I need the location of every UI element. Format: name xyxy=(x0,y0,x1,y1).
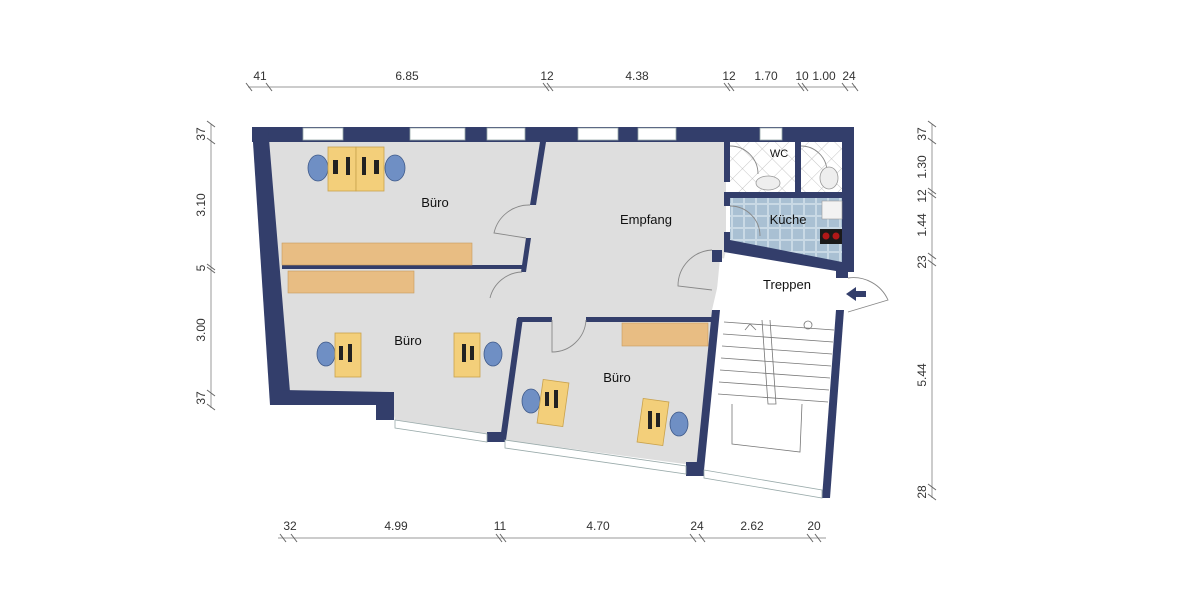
dim-right-0: 37 xyxy=(915,127,929,141)
desk-group-buero-1 xyxy=(307,146,406,192)
dim-right-4: 23 xyxy=(915,255,929,269)
dim-right-5: 5.44 xyxy=(915,363,929,387)
walls xyxy=(252,127,854,498)
room-label-buero-2: Büro xyxy=(394,333,421,348)
dimension-chain-right: 37 1.30 12 1.44 23 5.44 28 xyxy=(915,120,937,501)
dim-top-3: 4.38 xyxy=(625,69,649,83)
room-label-empfang: Empfang xyxy=(620,212,672,227)
dim-left-2: 5 xyxy=(194,264,208,271)
room-labels: Büro Büro Büro Empfang WC Küche Treppen xyxy=(394,148,811,385)
dim-left-3: 3.00 xyxy=(194,318,208,342)
dimension-chain-left: 37 3.10 5 3.00 37 xyxy=(194,120,216,411)
dim-top-0: 41 xyxy=(253,69,267,83)
desk-group-buero-2 xyxy=(316,332,503,378)
dim-right-6: 28 xyxy=(915,485,929,499)
room-label-wc: WC xyxy=(770,148,788,160)
dim-top-2: 12 xyxy=(540,69,554,83)
dim-bottom-0: 32 xyxy=(283,519,297,533)
dim-right-1: 1.30 xyxy=(915,155,929,179)
dim-bottom-3: 4.70 xyxy=(586,519,610,533)
doors xyxy=(489,145,889,353)
dim-bottom-5: 2.62 xyxy=(740,519,764,533)
desk-group-buero-3 xyxy=(521,378,689,447)
room-label-kueche: Küche xyxy=(770,212,807,227)
dim-right-2: 12 xyxy=(915,189,929,203)
dim-left-1: 3.10 xyxy=(194,193,208,217)
floors xyxy=(268,142,842,498)
dim-top-6: 10 xyxy=(795,69,809,83)
windows xyxy=(302,127,823,499)
furniture xyxy=(281,146,843,447)
dim-bottom-4: 24 xyxy=(690,519,704,533)
dim-left-0: 37 xyxy=(194,127,208,141)
staircase xyxy=(717,319,835,453)
arrow-left-icon xyxy=(846,287,866,301)
dim-top-4: 12 xyxy=(722,69,736,83)
dim-right-3: 1.44 xyxy=(915,213,929,237)
room-label-buero-1: Büro xyxy=(421,195,448,210)
dim-left-4: 37 xyxy=(194,391,208,405)
room-label-treppen: Treppen xyxy=(763,277,811,292)
dim-top-5: 1.70 xyxy=(754,69,778,83)
dimension-chain-top: 41 6.85 12 4.38 12 1.70 10 1.00 24 xyxy=(245,69,859,92)
dim-bottom-2: 11 xyxy=(494,519,507,533)
dim-top-8: 24 xyxy=(842,69,856,83)
dim-top-7: 1.00 xyxy=(812,69,836,83)
dim-bottom-6: 20 xyxy=(807,519,821,533)
dim-top-1: 6.85 xyxy=(395,69,419,83)
dimension-chain-bottom: 32 4.99 11 4.70 24 2.62 20 xyxy=(278,519,826,543)
dim-bottom-1: 4.99 xyxy=(384,519,408,533)
room-label-buero-3: Büro xyxy=(603,370,630,385)
